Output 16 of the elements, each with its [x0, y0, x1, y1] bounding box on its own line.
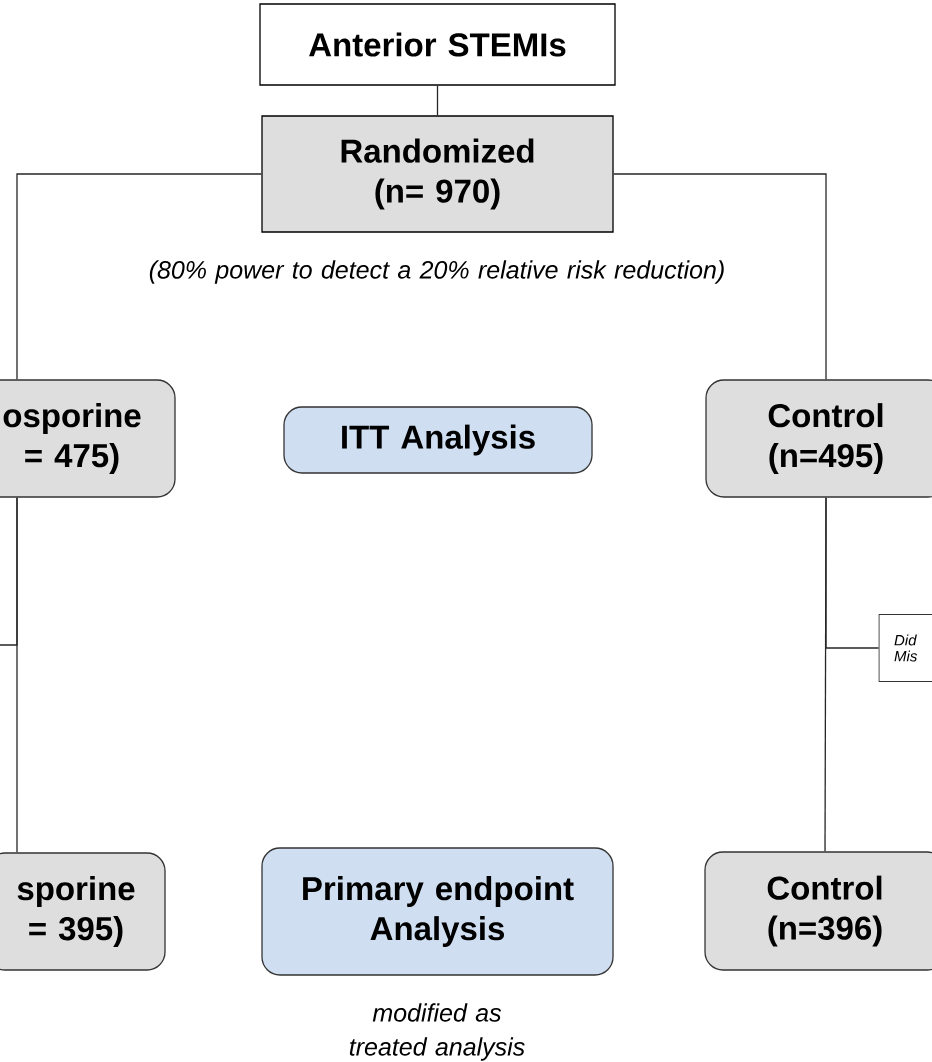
group-box: osporine = 475) — [0, 379, 176, 498]
group-box: Control (n=495) — [705, 379, 932, 498]
connector-line — [825, 497, 880, 649]
note-text: (80% power to detect a 20% relative risk reduction) — [149, 260, 724, 284]
connector-line — [613, 173, 827, 380]
note-box: Did Mis — [878, 614, 932, 682]
group-box: Control (n=396) — [704, 851, 932, 971]
connector-line — [16, 173, 262, 380]
analysis-box: ITT Analysis — [283, 406, 593, 474]
process-box: Randomized (n= 970) — [261, 115, 614, 233]
group-box: sporine = 395) — [0, 852, 166, 971]
note-text: modified as treated analysis — [349, 1003, 525, 1061]
connector-line — [436, 85, 439, 116]
analysis-box: Primary endpoint Analysis — [261, 847, 614, 976]
title-box: Anterior STEMIs — [259, 3, 616, 86]
connector-line — [0, 497, 18, 646]
